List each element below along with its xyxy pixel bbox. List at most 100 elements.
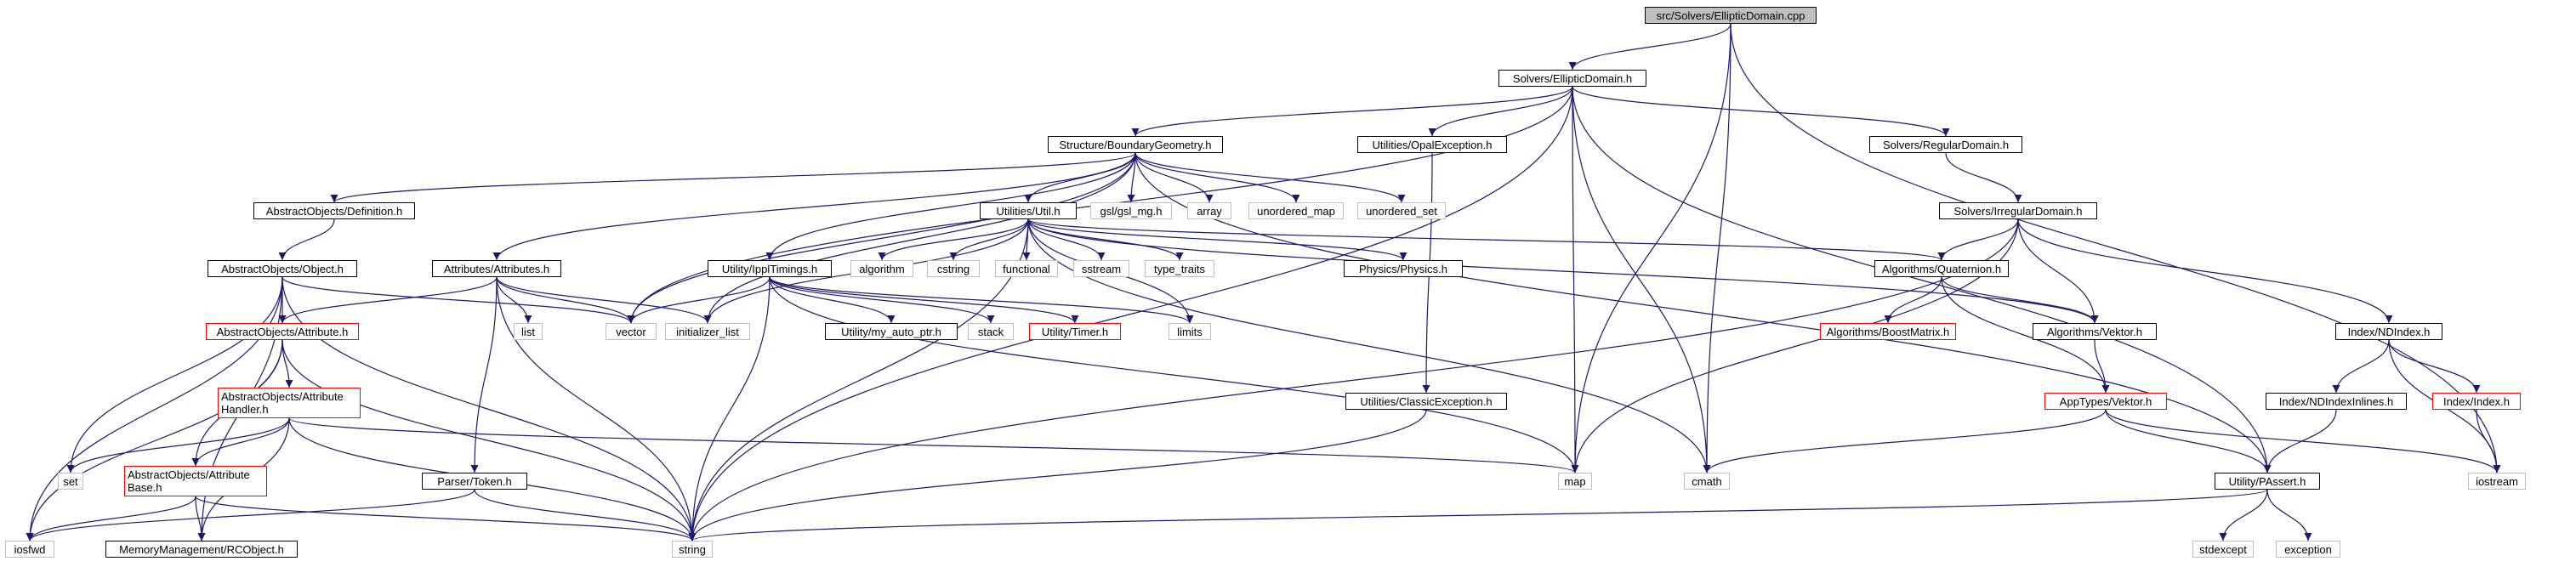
node-functional[interactable]: functional	[995, 260, 1058, 277]
node-passert-h[interactable]: Utility/PAssert.h	[2215, 473, 2320, 490]
edge-attributes-h-to-string	[496, 276, 697, 541]
node-attributes-h[interactable]: Attributes/Attributes.h	[432, 260, 561, 277]
node-set-label: set	[63, 474, 78, 488]
node-cmath[interactable]: cmath	[1684, 473, 1730, 490]
edge-ellipticdomain-h-to-boundarygeometry-h	[1131, 86, 1573, 137]
edge-boundarygeometry-h-to-unordered-set	[1134, 152, 1406, 203]
node-string[interactable]: string	[672, 541, 713, 558]
node-opalexception-h[interactable]: Utilities/OpalException.h	[1357, 136, 1507, 153]
node-attributebase-h-label: AbstractObjects/Attribute Base.h	[128, 468, 250, 494]
node-object-h[interactable]: AbstractObjects/Object.h	[208, 260, 357, 277]
node-ellipticdomain-h[interactable]: Solvers/EllipticDomain.h	[1498, 70, 1646, 87]
node-token-h-label: Parser/Token.h	[437, 474, 512, 488]
node-attributebase-h[interactable]: AbstractObjects/Attribute Base.h	[124, 466, 267, 496]
node-physics-h[interactable]: Physics/Physics.h	[1344, 260, 1463, 277]
node-functional-label: functional	[1003, 262, 1050, 275]
node-classicexception-h-label: Utilities/ClassicException.h	[1360, 394, 1493, 408]
node-stack[interactable]: stack	[968, 323, 1014, 340]
node-boundarygeometry-h[interactable]: Structure/BoundaryGeometry.h	[1048, 136, 1223, 153]
node-map[interactable]: map	[1558, 473, 1592, 490]
edge-object-h-to-vector	[281, 276, 635, 324]
node-timer-h[interactable]: Utility/Timer.h	[1029, 323, 1121, 340]
node-definition-h[interactable]: AbstractObjects/Definition.h	[253, 202, 415, 219]
node-ndindex-h[interactable]: Index/NDIndex.h	[2335, 323, 2442, 340]
node-stdexcept[interactable]: stdexcept	[2192, 541, 2254, 558]
edge-util-h-to-quaternion-h	[1027, 218, 1946, 261]
edge-ippltimings-h-to-vector	[627, 276, 771, 324]
node-apptypes-vektor-h[interactable]: AppTypes/Vektor.h	[2044, 393, 2167, 410]
edge-boundarygeometry-h-to-initializer-list	[703, 152, 1136, 324]
edge-token-h-to-string	[474, 489, 697, 541]
node-index-h[interactable]: Index/Index.h	[2432, 393, 2521, 410]
node-array[interactable]: array	[1187, 202, 1231, 219]
node-ippltimings-h[interactable]: Utility/IpplTimings.h	[708, 260, 832, 277]
node-quaternion-h-label: Algorithms/Quaternion.h	[1881, 262, 2002, 275]
edge-root-to-map	[1571, 23, 1732, 473]
node-ellipticdomain-h-label: Solvers/EllipticDomain.h	[1512, 71, 1633, 85]
node-util-h[interactable]: Utilities/Util.h	[980, 202, 1077, 219]
edge-definition-h-to-object-h	[278, 218, 335, 261]
edge-ellipticdomain-h-to-opalexception-h	[1428, 86, 1573, 137]
node-ndindexinlines-h-label: Index/NDIndexInlines.h	[2278, 394, 2394, 408]
node-apptypes-vektor-h-label: AppTypes/Vektor.h	[2059, 394, 2152, 408]
node-type-traits[interactable]: type_traits	[1145, 260, 1214, 277]
node-limits[interactable]: limits	[1169, 323, 1211, 340]
edge-ippltimings-h-to-my-auto-ptr-h	[769, 276, 896, 324]
node-exception[interactable]: exception	[2276, 541, 2340, 558]
edge-util-h-to-alg-vektor-h	[1027, 218, 2099, 324]
edge-quaternion-h-to-apptypes-vektor-h	[1941, 276, 2110, 394]
edge-attributes-h-to-vector	[496, 276, 635, 324]
node-cstring[interactable]: cstring	[927, 260, 980, 277]
edge-attributebase-h-to-string	[195, 496, 697, 541]
node-unordered-set[interactable]: unordered_set	[1357, 202, 1446, 219]
edge-root-to-cmath	[1703, 23, 1732, 473]
edge-index-h-to-iostream	[2476, 409, 2501, 473]
edge-ellipticdomain-h-to-cmath	[1572, 86, 1711, 473]
node-attributehandler-h[interactable]: AbstractObjects/Attribute Handler.h	[218, 388, 361, 418]
node-root-label: src/Solvers/EllipticDomain.cpp	[1656, 9, 1805, 22]
node-ndindexinlines-h[interactable]: Index/NDIndexInlines.h	[2266, 393, 2407, 410]
edge-regulardomain-h-to-irregulardomain-h	[1945, 152, 2022, 203]
node-algorithm[interactable]: algorithm	[850, 260, 913, 277]
node-rcobject-h[interactable]: MemoryManagement/RCObject.h	[105, 541, 298, 558]
node-stack-label: stack	[977, 325, 1004, 338]
node-rcobject-h-label: MemoryManagement/RCObject.h	[119, 542, 284, 556]
node-boostmatrix-h[interactable]: Algorithms/BoostMatrix.h	[1820, 323, 1956, 340]
node-initializer-list[interactable]: initializer_list	[665, 323, 750, 340]
node-opalexception-h-label: Utilities/OpalException.h	[1372, 138, 1493, 151]
edge-root-to-iostream	[1730, 23, 2501, 473]
node-alg-vektor-h-label: Algorithms/Vektor.h	[2047, 325, 2142, 338]
edge-ellipticdomain-h-to-map	[1571, 86, 1579, 473]
edge-token-h-to-iosfwd	[26, 489, 475, 541]
node-physics-h-label: Physics/Physics.h	[1358, 262, 1448, 275]
node-attribute-h[interactable]: AbstractObjects/Attribute.h	[206, 323, 359, 340]
edge-irregulardomain-h-to-quaternion-h	[1937, 218, 2019, 261]
node-sstream[interactable]: sstream	[1073, 260, 1129, 277]
node-string-label: string	[679, 542, 706, 556]
edge-ndindex-h-to-ndindexinlines-h	[2332, 339, 2390, 394]
node-gsl-mg-h[interactable]: gsl/gsl_mg.h	[1090, 202, 1172, 219]
edge-passert-h-to-string	[689, 489, 2268, 541]
node-quaternion-h[interactable]: Algorithms/Quaternion.h	[1874, 260, 2009, 277]
node-iostream[interactable]: iostream	[2468, 473, 2526, 490]
node-regulardomain-h[interactable]: Solvers/RegularDomain.h	[1869, 136, 2022, 153]
node-ippltimings-h-label: Utility/IpplTimings.h	[721, 262, 818, 275]
edge-attributes-h-to-list	[496, 276, 532, 324]
node-ndindex-h-label: Index/NDIndex.h	[2347, 325, 2431, 338]
node-my-auto-ptr-h[interactable]: Utility/my_auto_ptr.h	[825, 323, 958, 340]
node-array-label: array	[1197, 204, 1222, 218]
node-alg-vektor-h[interactable]: Algorithms/Vektor.h	[2033, 323, 2157, 340]
node-vector[interactable]: vector	[606, 323, 657, 340]
node-classicexception-h[interactable]: Utilities/ClassicException.h	[1345, 393, 1507, 410]
node-irregulardomain-h[interactable]: Solvers/IrregularDomain.h	[1939, 202, 2097, 219]
edge-ippltimings-h-to-timer-h	[769, 276, 1079, 324]
node-list[interactable]: list	[514, 323, 543, 340]
node-boundarygeometry-h-label: Structure/BoundaryGeometry.h	[1059, 138, 1212, 151]
node-token-h[interactable]: Parser/Token.h	[422, 473, 527, 490]
node-type-traits-label: type_traits	[1154, 262, 1205, 275]
node-set[interactable]: set	[58, 473, 83, 490]
node-iosfwd[interactable]: iosfwd	[5, 541, 54, 558]
node-unordered-map[interactable]: unordered_map	[1248, 202, 1344, 219]
node-stdexcept-label: stdexcept	[2199, 542, 2247, 556]
